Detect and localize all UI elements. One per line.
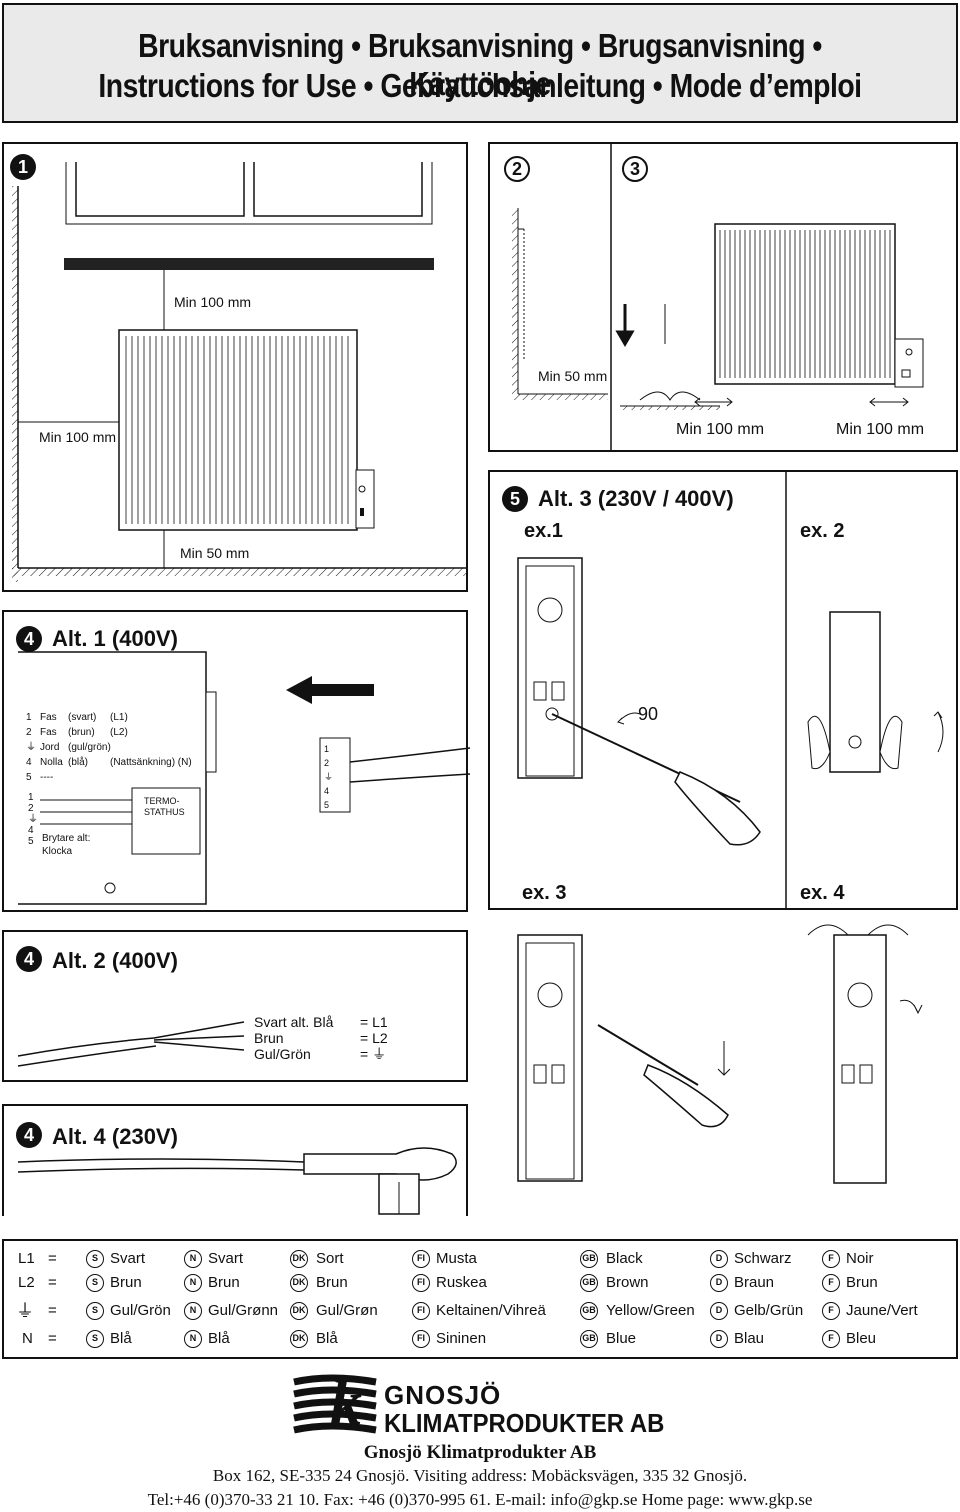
panel-2-3-clearance: 2 3 Min 50 mm Min 100 mm Min 100 mm xyxy=(488,142,958,452)
company-name: Gnosjö Klimatprodukter AB xyxy=(363,1442,597,1463)
wire-row-5: 5---- xyxy=(26,772,54,783)
min-bottom-label: Min 50 mm xyxy=(180,545,250,561)
alt1-wiring-diagram xyxy=(18,651,471,905)
title-banner: Bruksanvisning • Bruksanvisning • Brugsa… xyxy=(2,3,958,123)
logo-line-1: GNOSJÖ xyxy=(384,1380,502,1410)
alt2-row-2-value: = L2 xyxy=(360,1030,388,1046)
panel-alt4: 4 Alt. 4 (230V) xyxy=(2,1104,468,1216)
alt4-heading: Alt. 4 (230V) xyxy=(52,1124,178,1149)
title-line-1: Bruksanvisning • Bruksanvisning • Brugsa… xyxy=(138,27,822,102)
country-badge-dk: DK xyxy=(290,1250,308,1268)
alt2-row-1: Svart alt. Blå xyxy=(254,1014,334,1030)
example-2-label: ex. 2 xyxy=(800,520,845,542)
company-contact: Tel:+46 (0)370-33 21 10. Fax: +46 (0)370… xyxy=(147,1490,813,1509)
min-floor-label: Min 50 mm xyxy=(538,368,608,384)
alt2-heading: Alt. 2 (400V) xyxy=(52,948,178,973)
country-badge-s: S xyxy=(86,1250,104,1268)
example-3-label: ex. 3 xyxy=(522,882,567,904)
clearance-diagram-1 xyxy=(12,162,468,582)
clearance-diagram-2-3 xyxy=(512,144,924,452)
logo-letter: k xyxy=(330,1367,362,1438)
terminal-labels: 1 2 ⏚ 4 5 xyxy=(28,792,38,847)
min-left-label: Min 100 mm xyxy=(39,429,117,445)
alt2-row-1-value: = L1 xyxy=(360,1014,388,1030)
panel-alt2: 4 Alt. 2 (400V) Svart alt. Blå = L1 Brun… xyxy=(2,930,468,1082)
company-address: Box 162, SE-335 24 Gnosjö. Visiting addr… xyxy=(212,1466,748,1485)
step-number-4b: 4 xyxy=(16,946,42,972)
title-line-2: Instructions for Use • Gebrauchsanleitun… xyxy=(98,67,862,104)
alt3-diagram xyxy=(517,472,944,910)
panel-5-alt3: 5 Alt. 3 (230V / 400V) ex.1 ex. 2 90 ex.… xyxy=(488,470,958,910)
company-logo-mark xyxy=(293,1374,377,1434)
step-number-2: 2 xyxy=(504,156,530,182)
alt2-row-3: Gul/Grön xyxy=(254,1046,311,1062)
switch-note: Brytare alt:Klocka xyxy=(42,833,91,857)
step-number-1: 1 xyxy=(10,154,36,180)
country-badge-d: D xyxy=(710,1250,728,1268)
alt4-plug-diagram xyxy=(17,1147,457,1215)
connector-labels: 1 2 ⏚ 4 5 xyxy=(324,744,334,810)
alt3-heading: Alt. 3 (230V / 400V) xyxy=(538,486,734,511)
example-3-4-diagram xyxy=(517,924,923,1184)
step-number-5: 5 xyxy=(502,486,528,512)
step-number-4a: 4 xyxy=(16,626,42,652)
min-top-label: Min 100 mm xyxy=(174,294,252,310)
country-badge-gb: GB xyxy=(580,1250,598,1268)
example-4-label: ex. 4 xyxy=(800,882,845,904)
degree-label: 90 xyxy=(638,704,659,724)
panel-1-clearance: 1 Min 100 mm Min 100 mm Min 50 mm xyxy=(2,142,468,592)
step-number-3: 3 xyxy=(622,156,648,182)
alt2-cable-diagram xyxy=(17,1021,245,1067)
step-number-4c: 4 xyxy=(16,1122,42,1148)
logo-line-2: KLIMATPRODUKTER AB xyxy=(384,1408,665,1438)
country-badge-fi: FI xyxy=(412,1250,430,1268)
min-side-label-right: Min 100 mm xyxy=(836,421,925,438)
min-side-label-left: Min 100 mm xyxy=(676,421,765,438)
thermostat-label: TERMO-STATHUS xyxy=(144,796,185,817)
alt2-row-2: Brun xyxy=(254,1030,284,1046)
alt2-row-3-value: = ⏚ xyxy=(360,1046,387,1062)
country-badge-n: N xyxy=(184,1250,202,1268)
example-1-label: ex.1 xyxy=(524,520,563,542)
alt1-heading: Alt. 1 (400V) xyxy=(52,626,178,651)
country-badge-f: F xyxy=(822,1250,840,1268)
wire-row-3: ⏚Jord(gul/grön) xyxy=(26,742,111,753)
